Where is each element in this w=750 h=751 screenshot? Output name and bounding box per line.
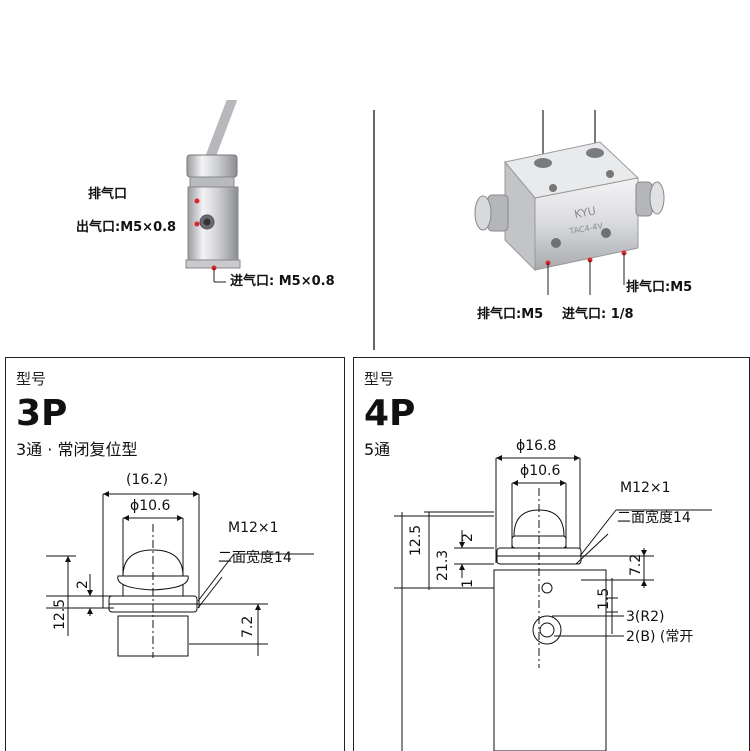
right-push-button (649, 181, 665, 215)
dim-side-3p: 7.2 (240, 616, 256, 638)
dim-port2-4p: 2(B) (常开 (626, 629, 693, 645)
label-exhaust-right-4p: 排气口:M5 (626, 280, 693, 295)
model-name-3p: 3P (16, 393, 68, 434)
dim-thread-3p: M12×1 (228, 520, 279, 536)
label-inlet-3p: 进气口: M5×0.8 (230, 274, 335, 289)
dim-height2-4p: 21.3 (435, 550, 451, 581)
photo-3p-valve (185, 100, 241, 283)
lock-nut (186, 154, 238, 178)
dim-inner-width-3p: ϕ10.6 (130, 498, 171, 514)
label-exhaust-3p: 排气口 (88, 187, 128, 202)
model-desc-3p: 3通 · 常闭复位型 (16, 440, 138, 459)
label-inlet-4p: 进气口: 1/8 (562, 307, 634, 322)
outlet-marker (194, 221, 200, 227)
model-label-4p: 型号 (364, 370, 395, 388)
dim-height-3p: 12.5 (52, 599, 68, 630)
lever-shaft (205, 100, 237, 163)
dim-outer-width-3p: (16.2) (126, 472, 168, 488)
left-push-button (474, 195, 492, 231)
dim-inner-width-4p: ϕ10.6 (520, 463, 561, 479)
dim-one-five-4p: 1.5 (596, 588, 612, 610)
exhaust-marker (194, 198, 200, 204)
model-name-4p: 4P (364, 393, 416, 434)
dim-port3-4p: 3(R2) (626, 609, 664, 625)
photo-4p-valve: KYU TAC4-4V (474, 110, 665, 295)
dim-thread-4p: M12×1 (620, 480, 671, 496)
label-outlet-3p: 出气口:M5×0.8 (76, 220, 177, 235)
panel-4p: 型号 4P 5通 (353, 357, 750, 751)
dim-one-4p: 1 (460, 579, 476, 588)
dim-flats-4p: 二面宽度14 (617, 509, 691, 526)
dim-outer-width-4p: ϕ16.8 (516, 438, 556, 454)
dim-small-3p: 2 (75, 580, 91, 589)
model-desc-4p: 5通 (364, 440, 391, 459)
dim-height1-4p: 12.5 (408, 525, 424, 556)
engraving-line1: KYU (573, 204, 597, 221)
valve-body-4p (534, 177, 639, 271)
dim-flats-3p: 二面宽度14 (218, 549, 292, 566)
dim-side-4p: 7.2 (628, 554, 644, 576)
label-exhaust-left-4p: 排气口:M5 (477, 307, 544, 322)
panel-3p: 型号 3P 3通 · 常闭复位型 (5, 357, 345, 751)
vertical-divider (373, 110, 375, 350)
model-label-3p: 型号 (16, 370, 47, 388)
dim-small-4p: 2 (460, 533, 476, 542)
drawing-3p: (16.2) ϕ10.6 M12×1 二面宽度14 12.5 2 7.2 (46, 472, 314, 658)
drawing-4p: ϕ16.8 ϕ10.6 M12×1 二面宽度14 12.5 21.3 2 1 7… (394, 438, 712, 751)
